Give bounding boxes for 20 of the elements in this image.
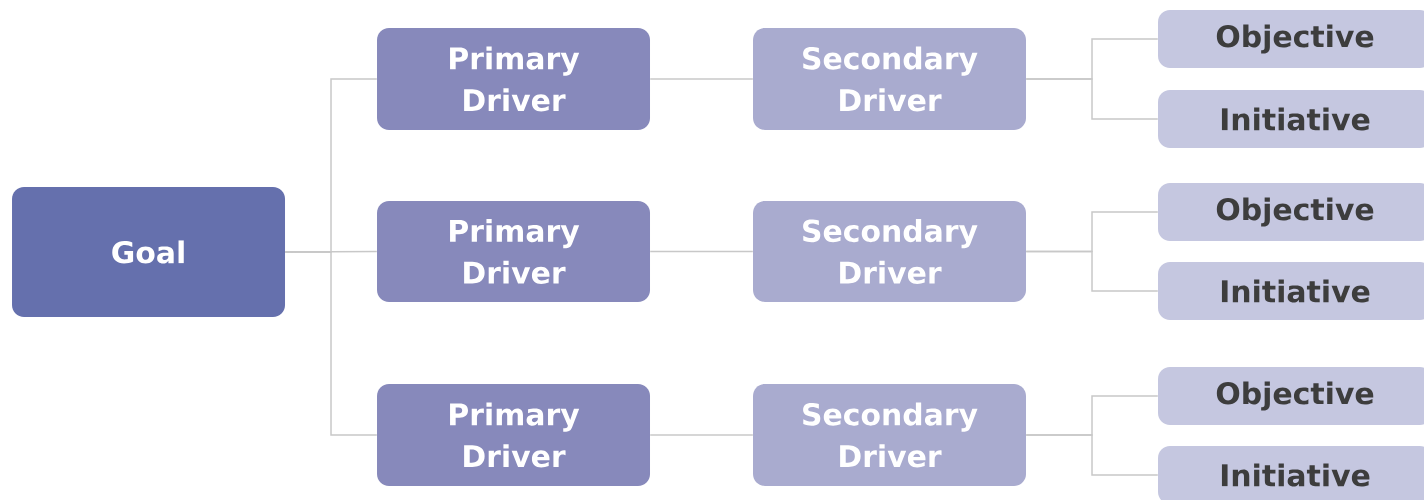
connector-line (1025, 434, 1159, 476)
initiative-box: Initiative (1158, 446, 1424, 500)
goal-box: Goal (12, 187, 285, 317)
secondary-driver-box: Secondary Driver (753, 384, 1026, 486)
secondary-driver-box: Secondary Driver (753, 28, 1026, 130)
secondary-driver-box: Secondary Driver (753, 201, 1026, 302)
primary-driver-box: Primary Driver (377, 28, 650, 130)
objective-box: Objective (1158, 367, 1424, 425)
primary-driver-box: Primary Driver (377, 384, 650, 486)
primary-driver-box: Primary Driver (377, 201, 650, 302)
objective-box: Objective (1158, 183, 1424, 241)
initiative-box: Initiative (1158, 262, 1424, 320)
connector-line (649, 78, 754, 80)
objective-box: Objective (1158, 10, 1424, 68)
connector-line (1025, 78, 1159, 120)
connector-line (284, 251, 378, 436)
initiative-box: Initiative (1158, 90, 1424, 148)
connector-line (1025, 250, 1159, 292)
connector-line (649, 250, 754, 253)
connector-line (649, 434, 754, 436)
